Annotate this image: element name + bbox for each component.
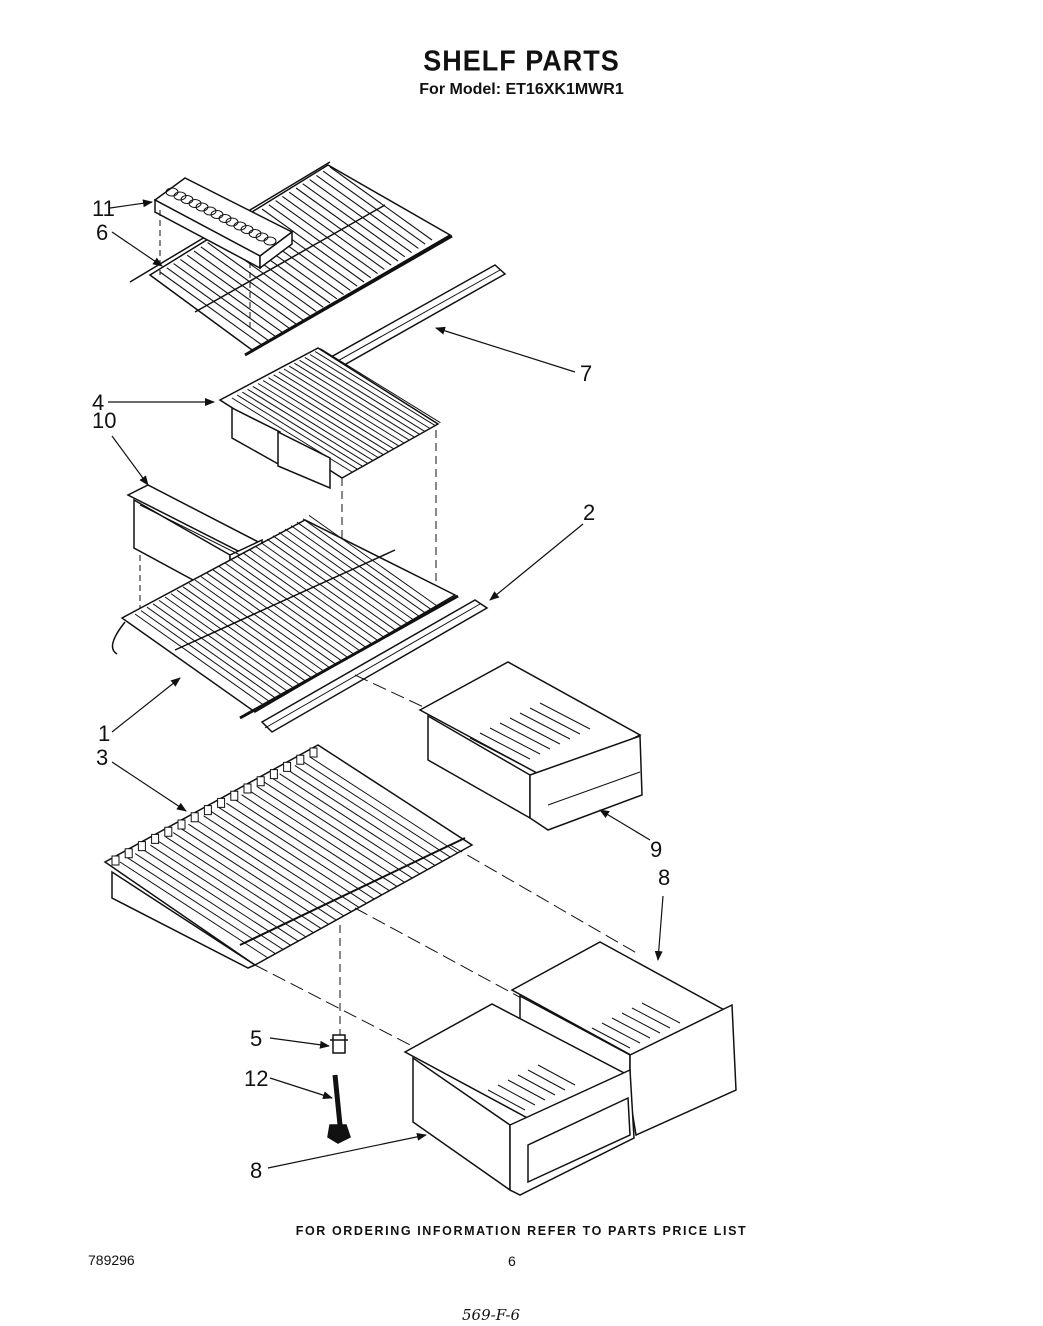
page-number: 6 [508,1253,516,1269]
model-subtitle: For Model: ET16XK1MWR1 [419,81,624,98]
callout-1: 1 [98,721,110,746]
callout-5: 5 [250,1026,262,1051]
callout-11: 11 [92,196,115,221]
callout-6: 6 [96,220,108,245]
callout-8-left: 8 [250,1158,262,1183]
adjuster-knob [330,1035,348,1053]
callout-9: 9 [650,837,662,862]
handwritten-note: 569-F-6 [462,1306,521,1324]
callout-4: 4 [92,390,104,415]
crisper-drawer-left [405,1004,634,1195]
callout-labels: 11 6 7 4 10 2 1 3 9 8 8 5 12 [92,196,670,1183]
ordering-info-footer: FOR ORDERING INFORMATION REFER TO PARTS … [295,1224,748,1238]
callout-8-right: 8 [658,865,670,890]
adjuster-rod [328,1075,350,1143]
leader-arrows [108,199,663,1168]
shelf-trim-mid [262,600,487,732]
main-wire-shelf [113,515,459,718]
callout-10: 10 [92,408,116,433]
ice-tray [155,178,292,330]
page-title: SHELF PARTS [423,45,620,77]
callout-12: 12 [244,1066,268,1091]
document-number: 789296 [88,1252,135,1268]
crisper-cover [105,745,472,968]
wire-shelf-top [130,162,452,355]
callout-7: 7 [580,361,592,386]
callout-3: 3 [96,745,108,770]
callout-2: 2 [583,500,595,525]
meat-drawer [420,662,642,830]
small-shelf [220,348,440,640]
